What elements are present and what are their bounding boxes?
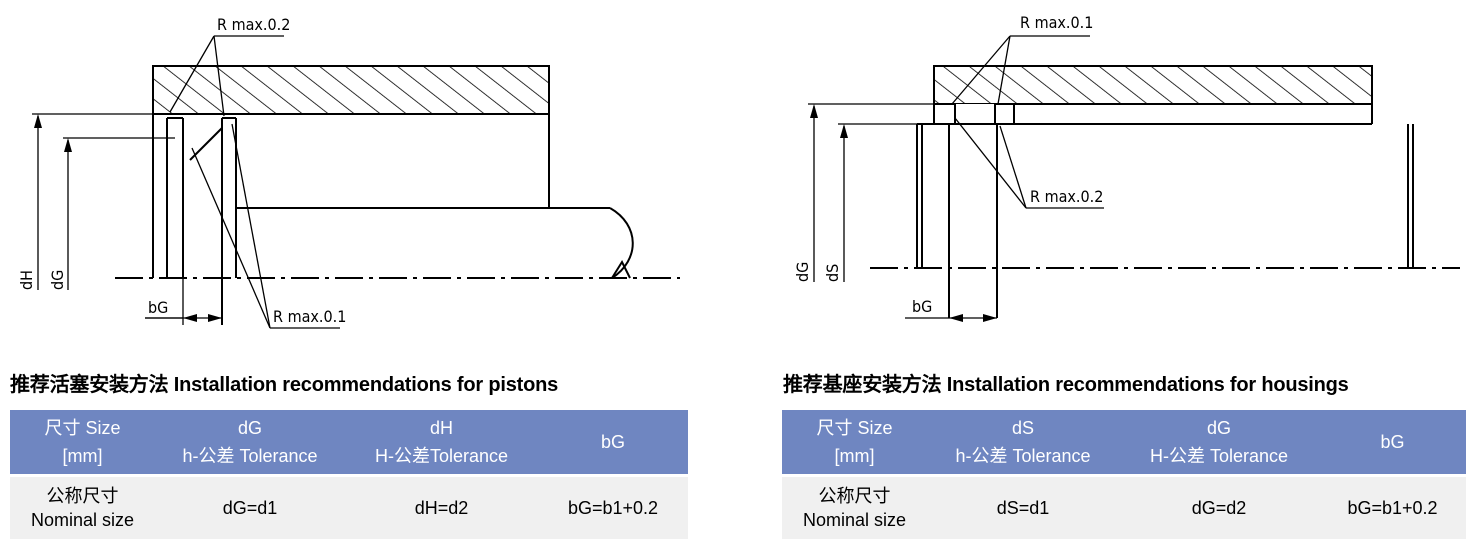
housings-title: 推荐基座安装方法 Installation recommendations fo… bbox=[783, 374, 1349, 396]
right-dim-dg-label: dG bbox=[793, 262, 812, 282]
cell-bg: bG=b1+0.2 bbox=[538, 474, 688, 539]
pistons-title: 推荐活塞安装方法 Installation recommendations fo… bbox=[10, 374, 559, 396]
left-radius-bottom-label: R max.0.1 bbox=[273, 307, 346, 326]
right-dim-bg-label: bG bbox=[912, 297, 932, 316]
left-dim-dg-label: dG bbox=[48, 270, 67, 290]
header-bg: bG bbox=[538, 410, 688, 476]
piston-housing-hatched-section bbox=[152, 65, 550, 115]
housing-hatched-section bbox=[933, 65, 1373, 105]
cell-dg: dG=d2 bbox=[1119, 474, 1319, 539]
header-bg: bG bbox=[1319, 410, 1466, 476]
cell-dh: dH=d2 bbox=[345, 474, 538, 539]
left-radius-top-label: R max.0.2 bbox=[217, 15, 290, 34]
right-radius-top-label: R max.0.1 bbox=[1020, 13, 1093, 32]
right-dim-ds-label: dS bbox=[823, 264, 842, 282]
left-dim-dh-label: dH bbox=[17, 270, 36, 290]
header-size: 尺寸 Size[mm] bbox=[782, 410, 927, 476]
header-size: 尺寸 Size[mm] bbox=[10, 410, 155, 476]
housing-installation-drawing: R max.0.1 R max.0.2 dG dS bG bbox=[793, 13, 1460, 322]
cell-bg: bG=b1+0.2 bbox=[1319, 474, 1466, 539]
piston-installation-drawing: R max.0.2 R max.0.1 dH dG bG bbox=[17, 15, 680, 329]
right-radius-bottom-label: R max.0.2 bbox=[1030, 187, 1103, 206]
cell-ds: dS=d1 bbox=[927, 474, 1119, 539]
cell-dg: dG=d1 bbox=[155, 474, 345, 539]
left-dim-bg-label: bG bbox=[148, 298, 168, 317]
